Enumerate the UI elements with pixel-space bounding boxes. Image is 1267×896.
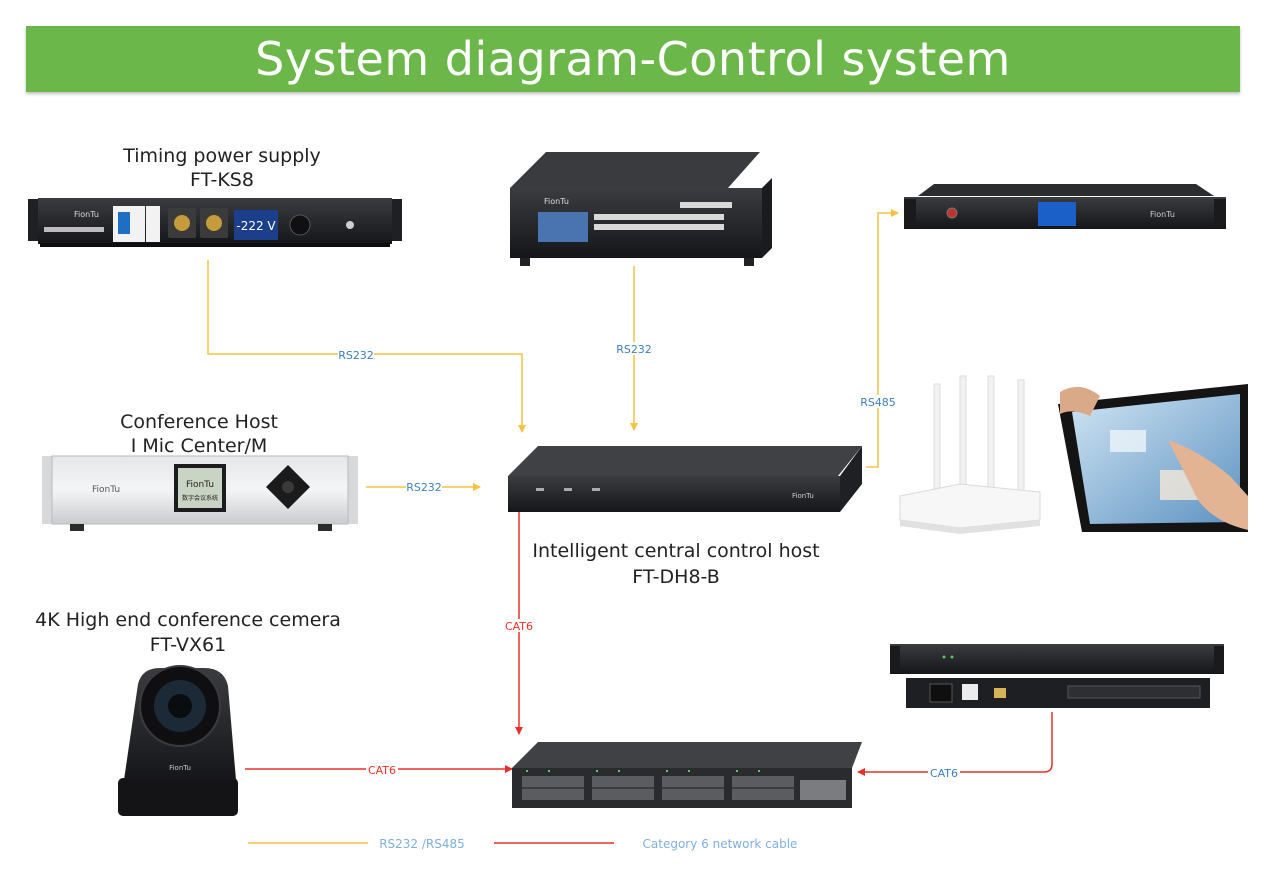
- matrix-brand: FionTu: [544, 197, 569, 206]
- camera-name: 4K High end conference cemera: [35, 609, 341, 631]
- central-host-brand: FionTu: [792, 492, 814, 500]
- conference-host-screen-subtitle: 数字会议系统: [182, 494, 218, 502]
- conference-host-model: I Mic Center/M: [131, 435, 268, 457]
- conference-host-name: Conference Host: [120, 411, 278, 433]
- timing-power-name: Timing power supply: [122, 145, 321, 167]
- timing-power-display: -222 V: [236, 219, 276, 233]
- central-host-name: Intelligent central control host: [532, 540, 819, 562]
- relay-control-box: [890, 644, 1224, 708]
- wire-label-rs232-conference: RS232: [406, 481, 442, 494]
- rs485-panel-device: FionTu: [904, 184, 1226, 229]
- camera-model: FT-VX61: [150, 634, 226, 656]
- wire-rs232-power: [207, 260, 526, 433]
- camera-brand: FionTu: [169, 764, 191, 772]
- legend-label-cat6: Category 6 network cable: [643, 837, 798, 851]
- wire-cat6-relay: [857, 712, 1053, 776]
- conference-host-brand: FionTu: [92, 485, 120, 495]
- conference-host-screen-title: FionTu: [186, 480, 214, 490]
- wire-label-cat6-camera: CAT6: [368, 764, 396, 777]
- timing-power-supply: FionTu -222 V: [28, 198, 402, 247]
- legend-label-rs: RS232 /RS485: [379, 837, 465, 851]
- video-matrix: FionTu: [510, 152, 772, 266]
- page-title: System diagram-Control system: [26, 26, 1240, 92]
- wire-rs485: [866, 209, 899, 468]
- wire-label-rs232-power: RS232: [338, 349, 374, 362]
- tablet: [1058, 384, 1248, 532]
- wire-label-rs485: RS485: [860, 396, 896, 409]
- conference-camera: FionTu: [118, 665, 238, 816]
- central-host-model: FT-DH8-B: [632, 566, 720, 588]
- wire-label-cat6-host: CAT6: [505, 620, 533, 633]
- wire-label-rs232-matrix: RS232: [616, 343, 652, 356]
- network-switch: [512, 742, 862, 808]
- wifi-router: [899, 375, 1041, 534]
- legend: RS232 /RS485 Category 6 network cable: [248, 837, 797, 851]
- central-control-host: FionTu: [508, 446, 862, 512]
- timing-power-brand: FionTu: [74, 210, 99, 219]
- timing-power-model: FT-KS8: [190, 169, 254, 191]
- wire-label-cat6-relay: CAT6: [930, 767, 958, 780]
- conference-host: FionTu FionTu 数字会议系统: [42, 455, 358, 531]
- rs485-device-brand: FionTu: [1150, 210, 1175, 219]
